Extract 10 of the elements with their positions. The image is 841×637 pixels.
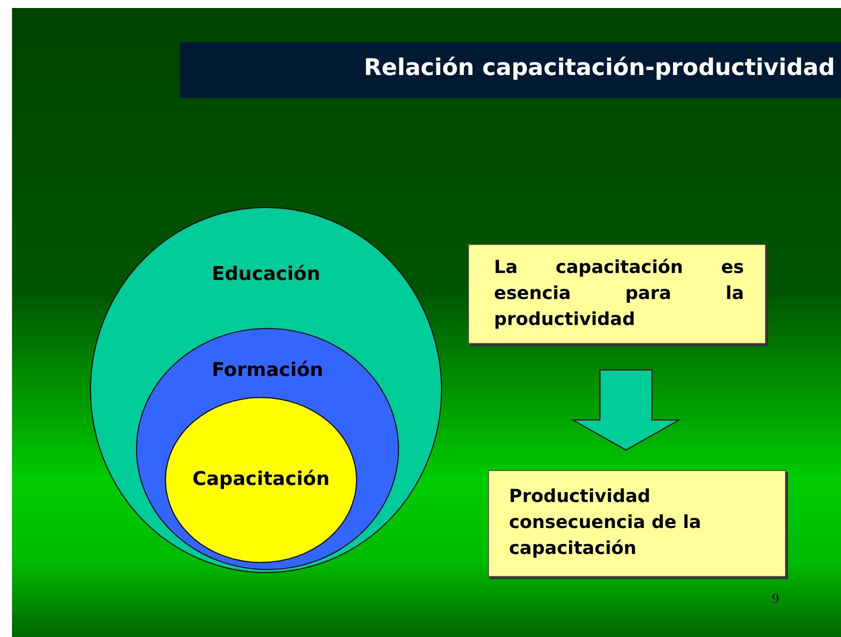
text-box [468,244,766,344]
circle-label: Formación [210,359,324,381]
box-text: Productividad consecuencia de la capacitación [509,485,702,561]
circle-label: Capacitación [191,468,331,490]
block-arrow [571,370,681,451]
text-box [488,470,786,577]
title: Relación capacitación-productividad [364,55,835,81]
box-text: La capacitación es esencia para la productividad [494,256,744,332]
page-number: 9 [772,592,779,608]
circle-label: Educación [210,263,322,285]
